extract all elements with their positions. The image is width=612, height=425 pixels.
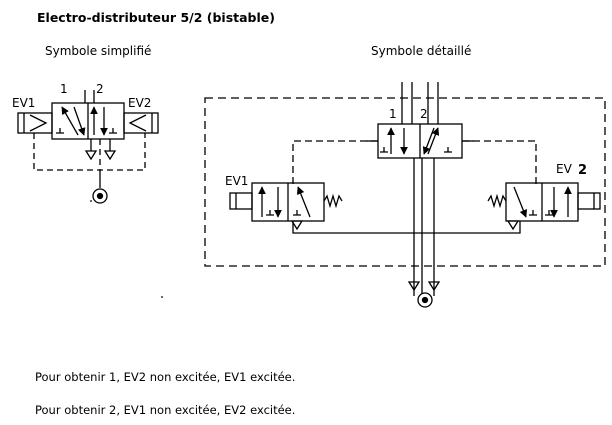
detailed-valve-symbol (204, 82, 606, 308)
simplified-valve-symbol (17, 90, 159, 204)
detailed-ev1-label: EV1 (225, 174, 248, 188)
detailed-enclosure (204, 97, 606, 267)
speck-dot (161, 296, 163, 298)
detailed-ev2-pilot-valve (487, 182, 601, 231)
detailed-ev2-label: EV (556, 162, 573, 176)
detailed-ev1-pilot-valve (229, 182, 343, 231)
simplified-ev1-label: EV1 (12, 96, 35, 110)
simplified-ev1-solenoid (17, 112, 53, 134)
detailed-ev2-number: 2 (578, 163, 587, 178)
diagram-title: Electro-distributeur 5/2 (bistable) (37, 10, 275, 25)
detailed-symbol-caption: Symbole détaillé (371, 44, 472, 58)
simplified-symbol-caption: Symbole simplifié (45, 44, 152, 58)
detailed-port-2-label: 2 (420, 107, 428, 121)
simplified-ev2-label: EV2 (128, 96, 151, 110)
simplified-ev2-solenoid (123, 112, 159, 134)
detailed-port-1-label: 1 (389, 107, 397, 121)
note-line-1: Pour obtenir 1, EV2 non excitée, EV1 exc… (35, 370, 296, 384)
note-line-2: Pour obtenir 2, EV1 non excitée, EV2 exc… (35, 403, 296, 417)
simplified-valve-body (51, 102, 125, 140)
detailed-main-valve (366, 123, 474, 159)
simplified-port-2-label: 2 (96, 82, 104, 96)
simplified-port-1-label: 1 (60, 82, 68, 96)
